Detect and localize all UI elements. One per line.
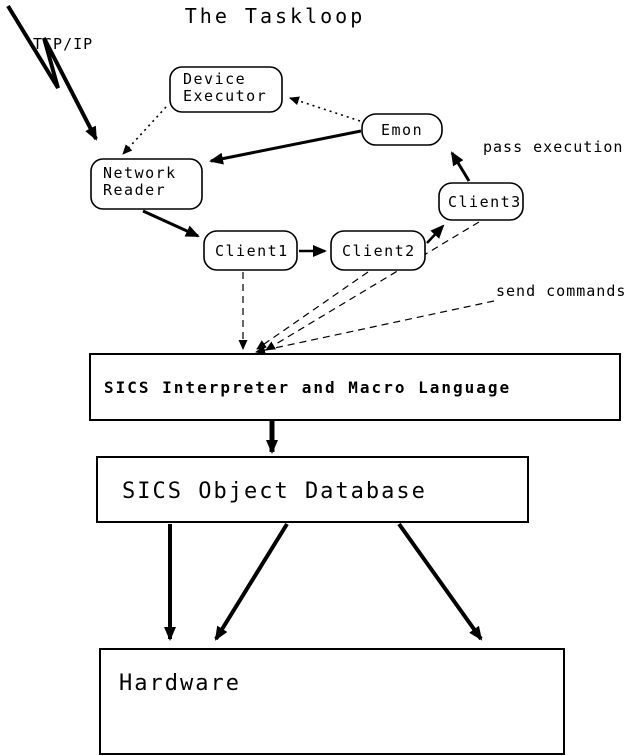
box-sics-interpreter: SICS Interpreter and Macro Language xyxy=(89,353,621,421)
client3-label: Client3 xyxy=(448,193,522,211)
client1-label: Client1 xyxy=(215,242,289,260)
client2-label: Client2 xyxy=(342,242,416,260)
sics-database-shape xyxy=(96,456,529,523)
arrow-send-commands-to-interpreter xyxy=(255,300,495,355)
hardware-shape xyxy=(99,648,565,755)
network-reader-label-line2: Reader xyxy=(103,181,166,199)
emon-label: Emon xyxy=(381,121,423,139)
client3-shape xyxy=(438,182,524,221)
arrow-client2-to-client3 xyxy=(426,224,445,244)
arrow-emon-to-network-reader xyxy=(209,129,362,165)
emon-shape xyxy=(361,113,443,146)
tcpip-lightning-arrow xyxy=(6,4,98,141)
diagram-title: The Taskloop xyxy=(185,4,366,28)
arrow-client3-to-interpreter xyxy=(265,221,480,351)
node-device-executor: Device Executor xyxy=(169,66,283,113)
node-emon: Emon xyxy=(361,113,443,146)
tcpip-label: TCP/IP xyxy=(33,35,93,53)
device-executor-label-line2: Executor xyxy=(183,87,267,105)
hardware-label: Hardware xyxy=(119,671,241,696)
box-sics-object-database: SICS Object Database xyxy=(96,456,529,523)
sics-database-label: SICS Object Database xyxy=(122,479,427,504)
network-reader-shape xyxy=(90,158,203,210)
node-client1: Client1 xyxy=(203,230,298,271)
arrow-database-to-hardware-middle xyxy=(214,522,289,641)
client1-shape xyxy=(203,230,298,271)
sics-interpreter-label: SICS Interpreter and Macro Language xyxy=(104,378,511,397)
node-client3: Client3 xyxy=(438,182,524,221)
network-reader-label-line1: Network xyxy=(103,164,177,182)
pass-execution-label: pass execution xyxy=(483,138,623,156)
arrow-device-executor-to-network-reader xyxy=(122,106,167,155)
arrow-database-to-hardware-right xyxy=(397,522,483,641)
arrow-client3-to-emon-pass-execution xyxy=(450,151,471,182)
sics-interpreter-shape xyxy=(89,353,621,421)
node-client2: Client2 xyxy=(330,230,426,271)
device-executor-label-line1: Device xyxy=(183,70,246,88)
arrow-client2-to-interpreter xyxy=(256,271,369,350)
client2-shape xyxy=(330,230,426,271)
arrow-emon-to-device-executor xyxy=(289,96,361,122)
device-executor-shape xyxy=(169,66,283,113)
arrow-network-reader-to-client1 xyxy=(142,209,200,238)
box-hardware: Hardware xyxy=(99,648,565,755)
node-network-reader: Network Reader xyxy=(90,158,203,210)
send-commands-label: send commands xyxy=(496,282,626,300)
